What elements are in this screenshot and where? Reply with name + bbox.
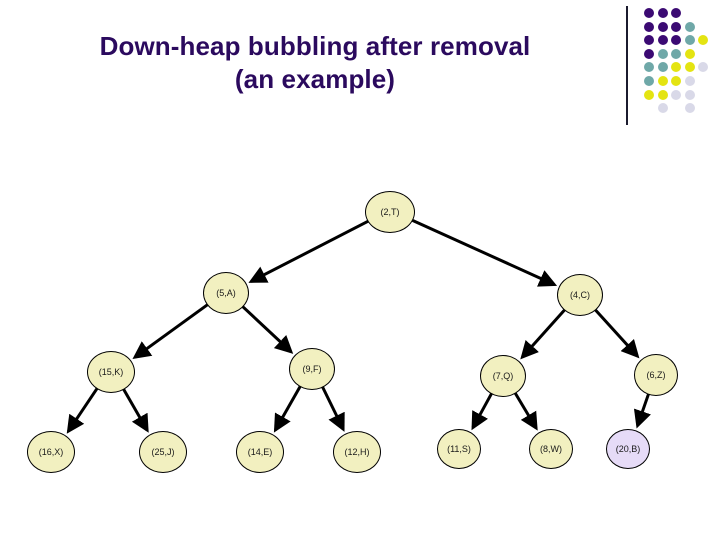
tree-node-label: (9,F): [302, 364, 322, 374]
tree-node[interactable]: (4,C): [557, 274, 603, 316]
dot-yellow: [671, 75, 682, 86]
dot-grid-row: [644, 103, 712, 117]
dot-purple: [671, 8, 682, 18]
dot-teal: [644, 75, 654, 86]
tree-node[interactable]: (25,J): [139, 431, 187, 473]
dot-lilac: [684, 75, 695, 86]
dot-grid-row: [644, 8, 712, 22]
tree-node-label: (16,X): [38, 447, 64, 457]
dot-purple: [671, 21, 682, 32]
tree-node-label: (4,C): [570, 290, 590, 300]
dot-purple: [657, 35, 668, 46]
tree-node[interactable]: (20,B): [606, 429, 650, 469]
tree-node-label: (6,Z): [646, 370, 666, 380]
dot-grid-row: [644, 62, 712, 76]
dot-yellow: [684, 48, 695, 59]
tree-node-label: (20,B): [615, 444, 641, 454]
dot-grid-row: [644, 35, 712, 49]
dot-purple: [657, 21, 668, 32]
page-title-line-2: (an example): [234, 64, 396, 95]
tree-edge: [320, 385, 345, 432]
dot-lilac: [684, 89, 695, 100]
dot-yellow: [684, 62, 695, 73]
tree-node-label: (11,S): [447, 444, 471, 454]
dot-yellow: [671, 62, 682, 73]
dot-yellow: [644, 89, 654, 100]
tree-edge: [471, 391, 494, 431]
tree-node[interactable]: (15,K): [87, 351, 135, 393]
dot-yellow: [698, 35, 709, 46]
tree-node[interactable]: (11,S): [437, 429, 481, 469]
dot-purple: [644, 21, 654, 32]
dot-grid-decoration: [622, 0, 720, 135]
tree-node[interactable]: (8,W): [529, 429, 573, 469]
dot-purple: [644, 35, 654, 46]
tree-node[interactable]: (2,T): [365, 191, 415, 233]
dot-teal: [684, 21, 695, 32]
tree-node[interactable]: (7,Q): [480, 355, 526, 397]
tree-node-label: (15,K): [98, 367, 124, 377]
tree-node[interactable]: (9,F): [289, 348, 335, 390]
tree-node-label: (2,T): [380, 207, 400, 217]
tree-edge: [513, 391, 538, 431]
dot-purple: [644, 8, 654, 18]
tree-node[interactable]: (16,X): [27, 431, 75, 473]
dot-grid-row: [644, 21, 712, 36]
tree-edge: [520, 308, 567, 360]
tree-edge: [248, 219, 371, 283]
dot-grid: [644, 8, 712, 117]
dot-teal: [671, 48, 682, 59]
dot-purple: [657, 8, 668, 18]
dot-lilac: [657, 103, 668, 114]
dot-teal: [684, 35, 695, 46]
tree-edge: [633, 392, 651, 429]
vertical-divider: [626, 6, 628, 125]
dot-teal: [644, 62, 654, 73]
tree-node-label: (25,J): [151, 447, 175, 457]
page-title: Down-heap bubbling after removal (an exa…: [30, 30, 600, 97]
page-title-line-1: Down-heap bubbling after removal: [99, 31, 531, 61]
dot-lilac: [684, 103, 695, 114]
tree-edge: [273, 384, 303, 433]
tree-node[interactable]: (6,Z): [634, 354, 678, 396]
tree-node-label: (8,W): [540, 444, 562, 454]
tree-node[interactable]: (14,E): [236, 431, 284, 473]
dot-grid-row: [644, 75, 712, 90]
dot-yellow: [657, 75, 668, 86]
dot-grid-row: [644, 89, 712, 104]
dot-teal: [657, 62, 668, 73]
dot-purple: [644, 48, 654, 59]
tree-edge: [240, 304, 294, 354]
tree-node-label: (7,Q): [492, 371, 514, 381]
tree-node-label: (14,E): [247, 447, 273, 457]
tree-edge: [593, 307, 640, 359]
tree-edge: [66, 386, 99, 434]
dot-yellow: [657, 89, 668, 100]
dot-purple: [671, 35, 682, 46]
tree-edge: [121, 387, 149, 433]
tree-node-label: (12,H): [344, 447, 370, 457]
tree-node-label: (5,A): [216, 288, 236, 298]
tree-edge: [132, 302, 210, 360]
tree-node[interactable]: (5,A): [203, 272, 249, 314]
dot-lilac: [698, 62, 709, 73]
tree-node[interactable]: (12,H): [333, 431, 381, 473]
dot-lilac: [671, 89, 682, 100]
dot-teal: [657, 48, 668, 59]
tree-edge: [410, 218, 558, 287]
dot-grid-row: [644, 48, 712, 63]
